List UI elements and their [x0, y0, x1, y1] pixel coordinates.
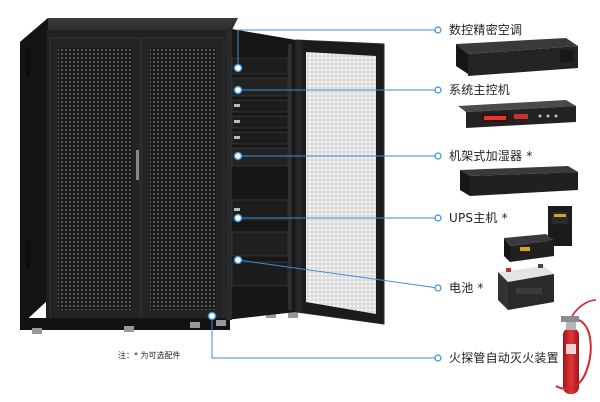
label-ups: UPS主机 *: [449, 211, 508, 225]
label-fire-suppression: 火探管自动灭火装置: [449, 351, 559, 365]
label-humidifier: 机架式加湿器 *: [449, 149, 533, 163]
label-main-controller: 系统主控机: [449, 83, 511, 97]
rack-interior: [226, 28, 296, 320]
humidifier-image: [460, 166, 578, 196]
cabinet-feet: [20, 312, 298, 334]
fire-extinguisher-image: [555, 299, 597, 394]
precision-ac-image: [456, 38, 578, 76]
middle-door: [141, 37, 225, 321]
battery-image: [498, 264, 554, 310]
main-controller-image: [458, 100, 576, 128]
open-right-door: [295, 39, 385, 325]
label-battery: 电池 *: [449, 281, 484, 295]
label-precision-ac: 数控精密空调: [449, 23, 523, 37]
optional-accessory-note: 注：* 为可选配件: [118, 351, 181, 360]
ups-image: [504, 206, 572, 262]
